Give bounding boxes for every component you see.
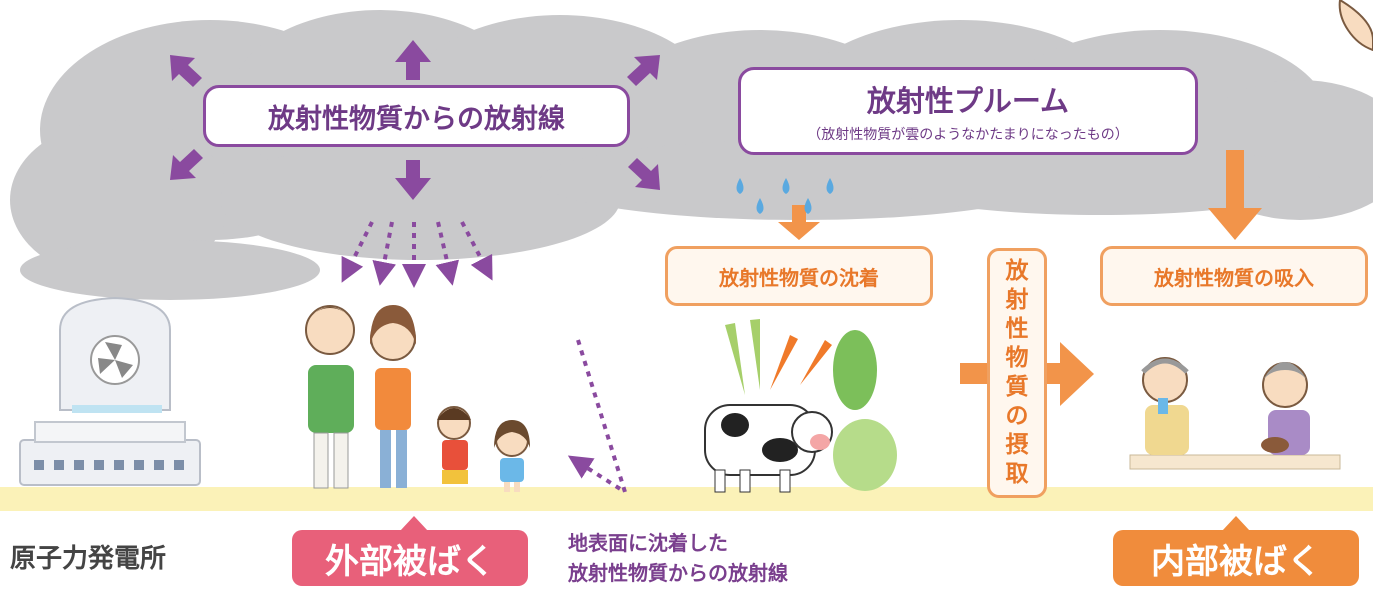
family-illustration: [305, 305, 530, 492]
external-exposure-label: 外部被ばく: [325, 541, 495, 582]
deposition-label-box: 放射性物質の沈着: [665, 246, 933, 306]
intake-char: 物: [1005, 345, 1029, 371]
rain-drops: [736, 178, 834, 214]
internal-badge-pointer: [1222, 516, 1250, 531]
inhalation-label: 放射性物質の吸入: [1154, 265, 1314, 290]
plume-subtitle: （放射性物質が雲のようなかたまりになったもの）: [807, 127, 1129, 143]
intake-char: 摂: [1005, 432, 1029, 458]
intake-char: の: [1005, 403, 1029, 429]
radiation-label-box: 放射性物質からの放射線: [203, 85, 630, 147]
inhalation-label-box: 放射性物質の吸入: [1100, 246, 1368, 306]
external-badge-pointer: [400, 516, 428, 531]
power-plant-label: 原子力発電所: [10, 544, 167, 574]
radiation-arrows: [170, 40, 660, 200]
corner-character-fragment: [1338, 0, 1373, 52]
intake-char: 性: [1005, 316, 1029, 342]
internal-exposure-badge: 内部被ばく: [1113, 530, 1359, 586]
nuclear-plant-illustration: [19, 296, 201, 486]
intake-char: 取: [1005, 461, 1029, 487]
plume-title: 放射性プルーム: [866, 84, 1070, 118]
deposition-label: 放射性物質の沈着: [719, 265, 879, 290]
dotted-radiation-lines: [341, 221, 629, 497]
intake-char: 放: [1005, 258, 1029, 284]
ground-radiation-text: 地表面に沈着した 放射性物質からの放射線: [568, 528, 788, 588]
elderly-couple-illustration: [1129, 357, 1341, 470]
ground-strip: [0, 487, 1373, 511]
radiation-label: 放射性物質からの放射線: [268, 103, 565, 135]
cow-and-vegetables-illustration: [704, 319, 897, 493]
intake-char: 射: [1005, 287, 1029, 313]
plume-label-box: 放射性プルーム （放射性物質が雲のようなかたまりになったもの）: [738, 67, 1198, 155]
intake-char: 質: [1005, 374, 1029, 400]
internal-exposure-label: 内部被ばく: [1151, 541, 1321, 582]
ground-radiation-line2: 放射性物質からの放射線: [568, 561, 788, 585]
external-exposure-badge: 外部被ばく: [292, 530, 528, 586]
ground-radiation-line1: 地表面に沈着した: [568, 531, 728, 555]
intake-label-box: 放 射 性 物 質 の 摂 取: [987, 248, 1047, 498]
